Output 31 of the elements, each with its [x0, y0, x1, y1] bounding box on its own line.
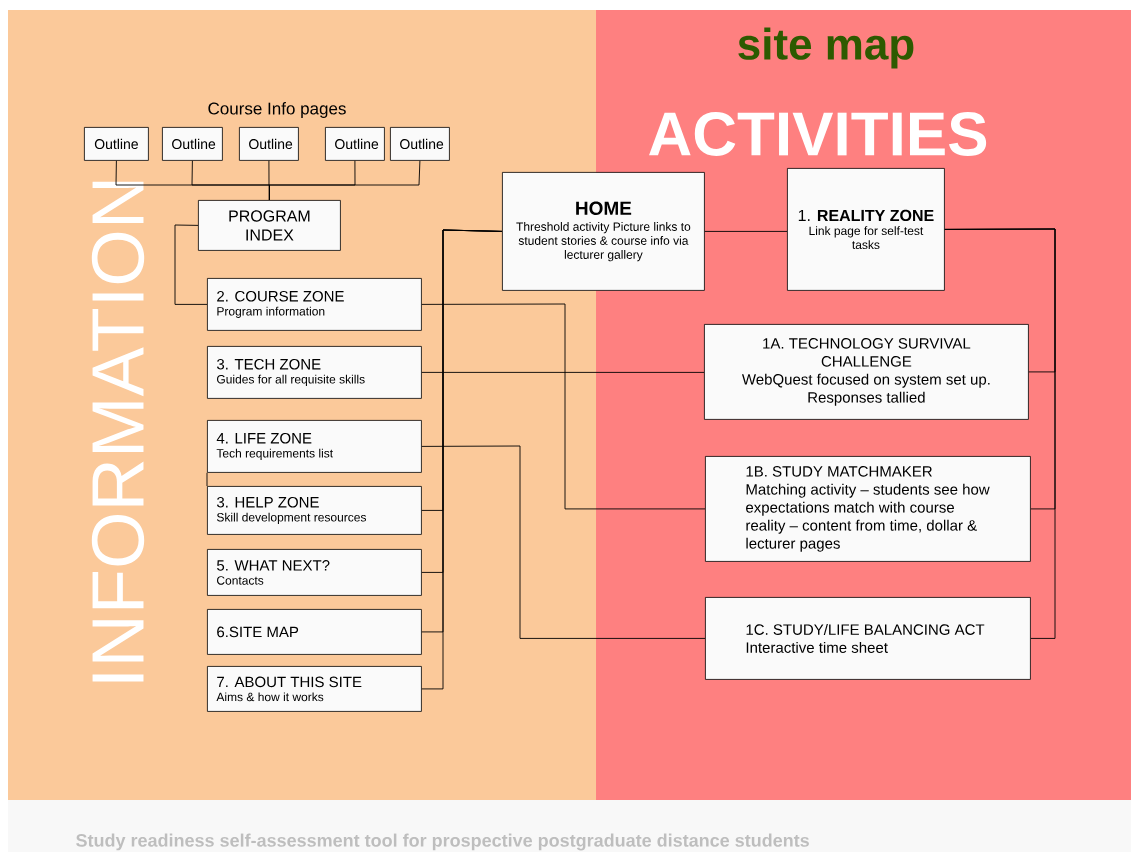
- zone-box: 4. LIFE ZONE Tech requirements list: [207, 420, 422, 473]
- connector: [421, 371, 705, 373]
- connector: [421, 303, 706, 510]
- connector: [704, 230, 788, 232]
- page-box: Outline: [239, 127, 299, 161]
- page-box: Outline: [390, 127, 450, 161]
- zone-box: 5. WHAT NEXT? Contacts: [207, 549, 422, 596]
- connector: [944, 228, 1056, 639]
- connector: [268, 160, 421, 201]
- zone-box: 3. TECH ZONE Guides for all requisite skills: [207, 346, 422, 399]
- activity-box: 1B. STUDY MATCHMAKER Matching activity – students see how expectations match with course reality – content from time, dollar & lecturer pages: [705, 456, 1031, 562]
- zone-box: 6.SITE MAP: [207, 609, 422, 655]
- connector: [174, 224, 208, 305]
- activity-box: 1A. TECHNOLOGY SURVIVAL CHALLENGE WebQuest focused on system set up. Responses tallied: [704, 324, 1029, 420]
- zone-box: 1. REALITY ZONE Link page for self-test tasks: [787, 168, 945, 291]
- zone-box: 7. ABOUT THIS SITE Aims & how it works: [207, 666, 422, 712]
- group-heading: Course Info pages: [208, 102, 346, 118]
- page-box: Outline: [162, 127, 223, 161]
- title: site map: [738, 27, 914, 69]
- zone-box: 2. COURSE ZONE Program information: [207, 278, 422, 331]
- home-box: HOME Threshold activity Picture links to student stories & course info via lecturer gallery: [502, 172, 705, 291]
- section-label: INFORMATION: [91, 181, 145, 682]
- section-label: ACTIVITIES: [649, 112, 987, 156]
- connector: [421, 445, 706, 639]
- footer-text: Study readiness self-assessment tool for prospective postgraduate distance students: [76, 833, 809, 851]
- page-box: Outline: [325, 127, 385, 161]
- page-box: Outline: [84, 127, 149, 161]
- index-box: PROGRAM INDEX: [198, 200, 341, 251]
- connector: [206, 472, 208, 487]
- zone-box: 3. HELP ZONE Skill development resources: [207, 486, 422, 535]
- activity-box: 1C. STUDY/LIFE BALANCING ACT Interactive time sheet: [705, 597, 1031, 680]
